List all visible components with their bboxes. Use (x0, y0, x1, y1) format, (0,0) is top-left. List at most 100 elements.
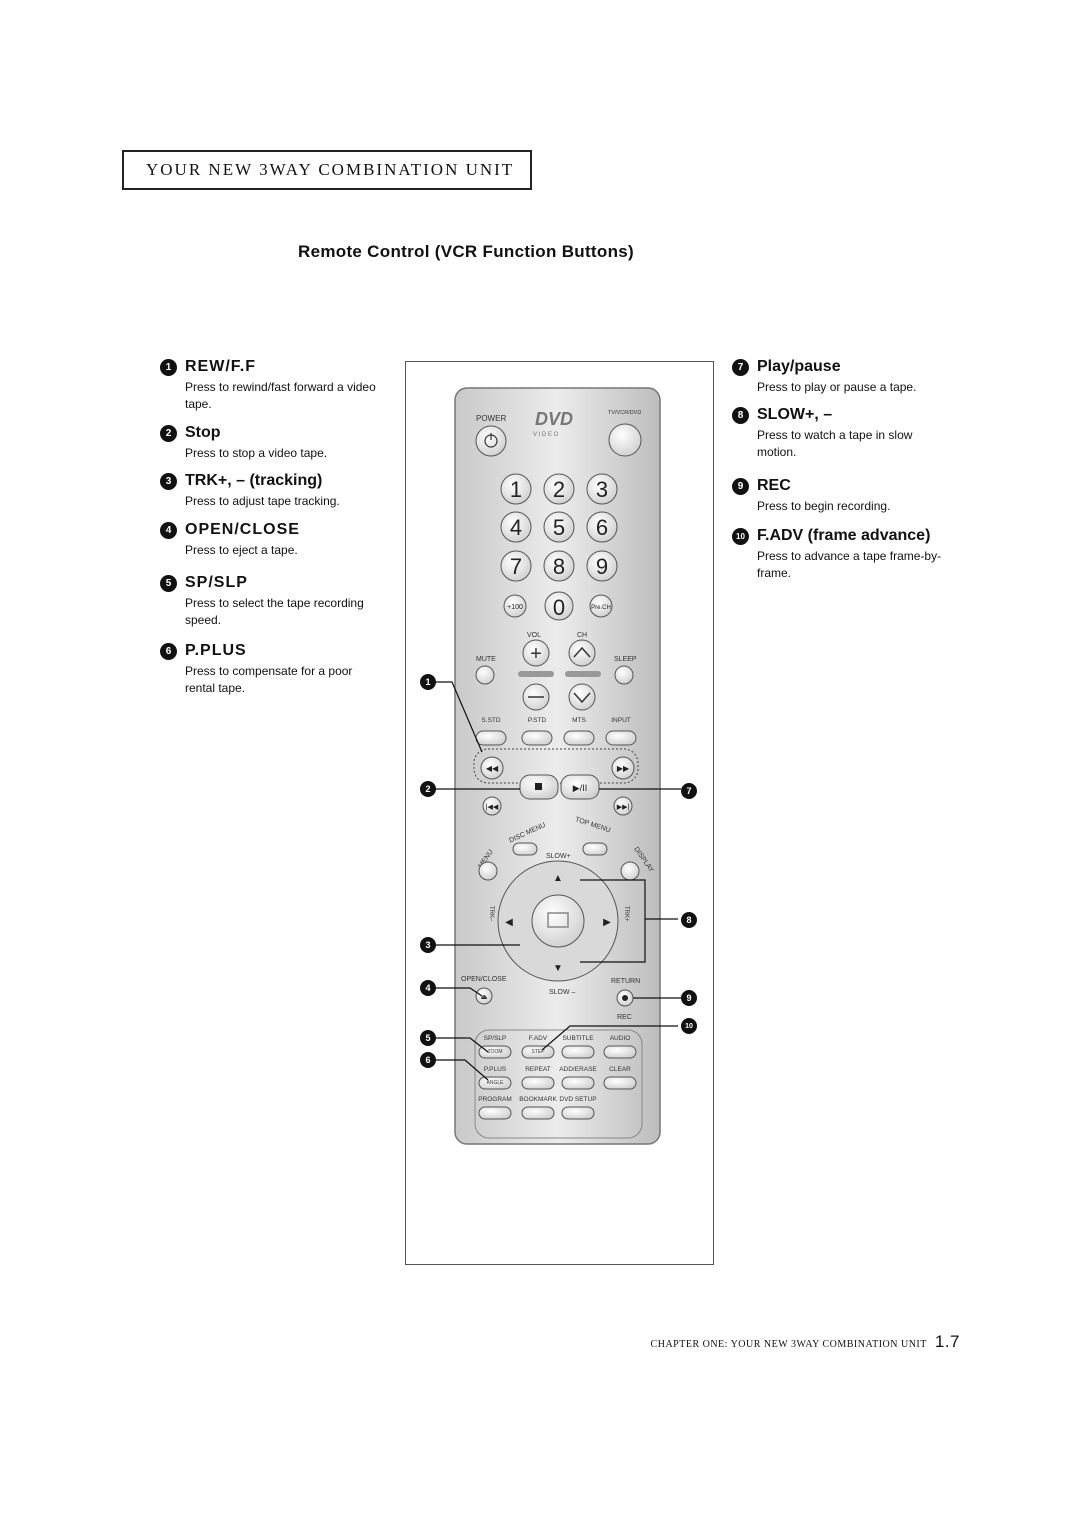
ch-up-button[interactable] (568, 639, 596, 667)
digit-9-button[interactable] (586, 550, 618, 582)
skip-back-button[interactable] (482, 796, 502, 816)
bottom-button[interactable] (603, 1045, 637, 1059)
item-title: SP/SLP (185, 574, 248, 591)
zero-button[interactable] (544, 591, 574, 621)
bottom-button[interactable] (521, 1076, 555, 1090)
bottom-button[interactable] (561, 1106, 595, 1120)
callout-line-1 (435, 681, 483, 753)
bottom-button[interactable] (603, 1076, 637, 1090)
digit-5-button[interactable] (543, 511, 575, 543)
digit-label: 8 (553, 554, 565, 579)
digit-4-button[interactable] (500, 511, 532, 543)
remote-illustration-frame (405, 361, 714, 1265)
digit-label: 3 (596, 477, 608, 502)
power-label: POWER (476, 414, 506, 423)
menu-button[interactable] (478, 861, 498, 881)
digit-7-button[interactable] (500, 550, 532, 582)
callout-line-4 (436, 987, 483, 997)
chevron-up-icon (573, 646, 591, 658)
skip-forward-icon: ▶▶| (617, 804, 630, 811)
pre-ch-button[interactable] (589, 594, 613, 618)
callout-3: 3 (420, 937, 436, 953)
vol-label: VOL (527, 632, 541, 639)
item-title: TRK+, – (tracking) (185, 472, 323, 489)
ff-button[interactable] (611, 756, 635, 780)
digit-1-button[interactable] (500, 473, 532, 505)
callout-2: 2 (420, 781, 436, 797)
bottom-button[interactable] (478, 1106, 512, 1120)
digit-2-button[interactable] (543, 473, 575, 505)
row-button[interactable] (521, 730, 553, 746)
power-button[interactable] (475, 425, 507, 457)
open-close-button[interactable] (475, 987, 493, 1005)
play-pause-button[interactable] (560, 774, 600, 800)
down-arrow-icon: ▼ (553, 963, 563, 974)
bottom-button-label: CLEAR (609, 1066, 631, 1073)
ch-down-button[interactable] (568, 683, 596, 711)
bottom-button-label: AUDIO (610, 1035, 631, 1042)
tv-vcr-dvd-button[interactable] (608, 423, 642, 457)
bottom-button-label: DVD SETUP (559, 1096, 596, 1103)
item-description: Press to compensate for a poor rental ta… (185, 664, 353, 695)
item-title: P.PLUS (185, 642, 247, 659)
item-title: OPEN/CLOSE (185, 521, 300, 538)
row-button[interactable] (605, 730, 637, 746)
bottom-button[interactable] (521, 1045, 555, 1059)
item-number: 5 (160, 574, 177, 592)
item-number: 7 (732, 358, 749, 376)
digit-label: 2 (553, 477, 565, 502)
callout-4: 4 (420, 980, 436, 996)
callout-line-8b (580, 919, 646, 963)
plus100-button[interactable] (503, 594, 527, 618)
row-button[interactable] (475, 730, 507, 746)
bottom-button[interactable] (521, 1106, 555, 1120)
callout-9: 9 (681, 990, 697, 1006)
item-description: Press to watch a tape in slow motion. (757, 428, 913, 459)
open-close-label: OPEN/CLOSE (461, 976, 507, 983)
sleep-label: SLEEP (614, 656, 637, 663)
mute-button[interactable] (475, 665, 495, 685)
digit-label: 4 (510, 515, 522, 540)
eject-icon: ⏏ (481, 994, 488, 1001)
item-description: Press to advance a tape frame-by-frame. (757, 549, 942, 580)
tv-vcr-dvd-label: TV/VCR/DVD (608, 410, 641, 416)
disc-menu-button[interactable] (512, 842, 538, 856)
fast-forward-icon: ▶▶ (617, 764, 630, 773)
rew-button[interactable] (480, 756, 504, 780)
callout-line-8a (580, 879, 678, 920)
top-menu-button[interactable] (582, 842, 608, 856)
item-title: SLOW+, – (757, 406, 833, 423)
sleep-button[interactable] (614, 665, 634, 685)
row-button[interactable] (563, 730, 595, 746)
ch-label: CH (577, 632, 587, 639)
item-number: 8 (732, 406, 749, 424)
digit-6-button[interactable] (586, 511, 618, 543)
digit-3-button[interactable] (586, 473, 618, 505)
item-number: 2 (160, 424, 177, 442)
digit-label: 1 (510, 477, 522, 502)
vol-up-button[interactable] (522, 639, 550, 667)
bottom-button[interactable] (478, 1045, 512, 1059)
item-title: F.ADV (frame advance) (757, 527, 931, 544)
chapter-header: YOUR NEW 3WAY COMBINATION UNIT (122, 150, 532, 190)
row-label: MTS (572, 717, 586, 724)
trk-minus-label: TRK– (488, 906, 494, 922)
digit-8-button[interactable] (543, 550, 575, 582)
plus-icon: + (530, 643, 542, 665)
skip-forward-button[interactable] (613, 796, 633, 816)
rec-icon (622, 995, 628, 1001)
bottom-button[interactable] (478, 1076, 512, 1090)
right-arrow-icon: ▶ (603, 917, 611, 928)
enter-button[interactable] (531, 894, 585, 948)
display-button[interactable] (620, 861, 640, 881)
bottom-button[interactable] (561, 1045, 595, 1059)
play-pause-icon: ▶/II (573, 783, 587, 793)
callout-5: 5 (420, 1030, 436, 1046)
footer-chapter: CHAPTER ONE: YOUR NEW 3WAY COMBINATION U… (650, 1339, 927, 1350)
bottom-button[interactable] (561, 1076, 595, 1090)
mute-label: MUTE (476, 656, 496, 663)
chapter-header-title: YOUR NEW 3WAY COMBINATION UNIT (146, 160, 515, 179)
bottom-button-label: SUBTITLE (562, 1035, 594, 1042)
